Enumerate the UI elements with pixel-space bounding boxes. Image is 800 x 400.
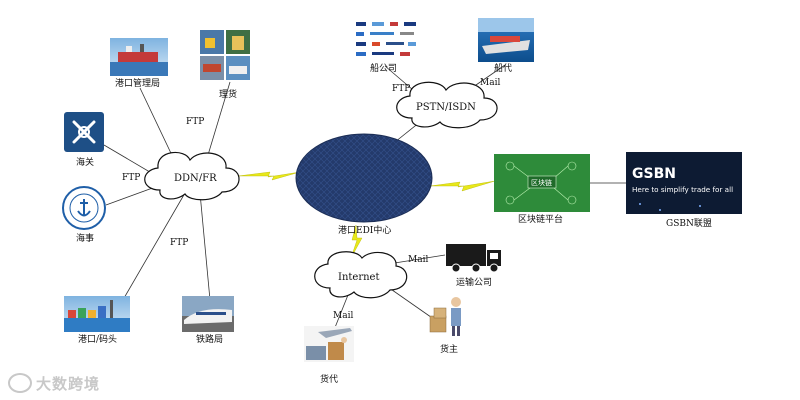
cloud-ddn: DDN/FR [144, 151, 240, 201]
link-ddn-tally [204, 81, 231, 166]
link-internet-shipper [384, 284, 439, 323]
link-ddn-railway [199, 192, 211, 301]
blockchain-image: 区块链 [494, 154, 590, 212]
watermark-logo-icon [8, 373, 32, 393]
edi-center-label: 港口EDI中心 [338, 224, 391, 236]
shipping-company-label: 船公司 [370, 62, 397, 74]
freight-forwarder-image [304, 326, 354, 362]
maritime-logo [62, 186, 106, 230]
protocol-mail-ship-agent: Mail [480, 78, 500, 88]
edi-center-ellipse [295, 133, 433, 223]
cloud-internet-label: Internet [338, 272, 379, 283]
terminal-label: 港口/码头 [78, 333, 117, 345]
customs-logo [64, 112, 104, 152]
protocol-ftp-shipping: FTP [392, 84, 410, 94]
protocol-mail-forwarder: Mail [333, 311, 353, 321]
transport-label: 运输公司 [456, 276, 492, 288]
gsbn-image: GSBN Here to simplify trade for all [626, 152, 742, 214]
watermark: 大数跨境 [8, 373, 100, 394]
shipper-label: 货主 [440, 343, 458, 355]
tally-label: 理货 [219, 88, 237, 100]
gsbn-tagline: Here to simplify trade for all [632, 185, 733, 194]
blockchain-tag: 区块链 [531, 178, 552, 187]
railway-image [182, 296, 234, 332]
lightning-ddn-center [237, 171, 301, 181]
cloud-internet: Internet [314, 251, 408, 299]
cloud-ddn-label: DDN/FR [174, 173, 217, 184]
port-authority-label: 港口管理局 [115, 77, 160, 89]
truck-icon [446, 244, 501, 273]
shipper-figure-icon [429, 297, 461, 336]
lightning-center-blockchain [429, 180, 496, 192]
protocol-mail-transport: Mail [408, 255, 428, 265]
railway-label: 铁路局 [196, 333, 223, 345]
shipping-company-logos [352, 18, 422, 60]
gsbn-label: GSBN联盟 [666, 218, 712, 229]
link-ddn-terminal [119, 192, 186, 306]
anchor-icon [77, 199, 91, 217]
customs-key-icon [72, 120, 96, 144]
freight-forwarder-label: 货代 [320, 373, 338, 385]
gsbn-logo: GSBN [632, 166, 676, 182]
maritime-label: 海事 [76, 232, 94, 244]
blockchain-label: 区块链平台 [518, 213, 563, 225]
customs-label: 海关 [76, 156, 94, 168]
protocol-ftp-customs: FTP [122, 173, 140, 183]
ship-agent-label: 船代 [494, 62, 512, 74]
tally-image [200, 30, 250, 80]
port-authority-image [110, 38, 168, 76]
cloud-pstn: PSTN/ISDN [396, 81, 498, 129]
protocol-ftp-terminal: FTP [170, 238, 188, 248]
protocol-ftp-port-authority: FTP [186, 117, 204, 127]
cloud-pstn-label: PSTN/ISDN [416, 102, 476, 113]
watermark-text: 大数跨境 [36, 375, 101, 393]
link-ddn-maritime [105, 185, 159, 206]
terminal-image [64, 296, 130, 332]
ship-agent-image [478, 18, 534, 62]
